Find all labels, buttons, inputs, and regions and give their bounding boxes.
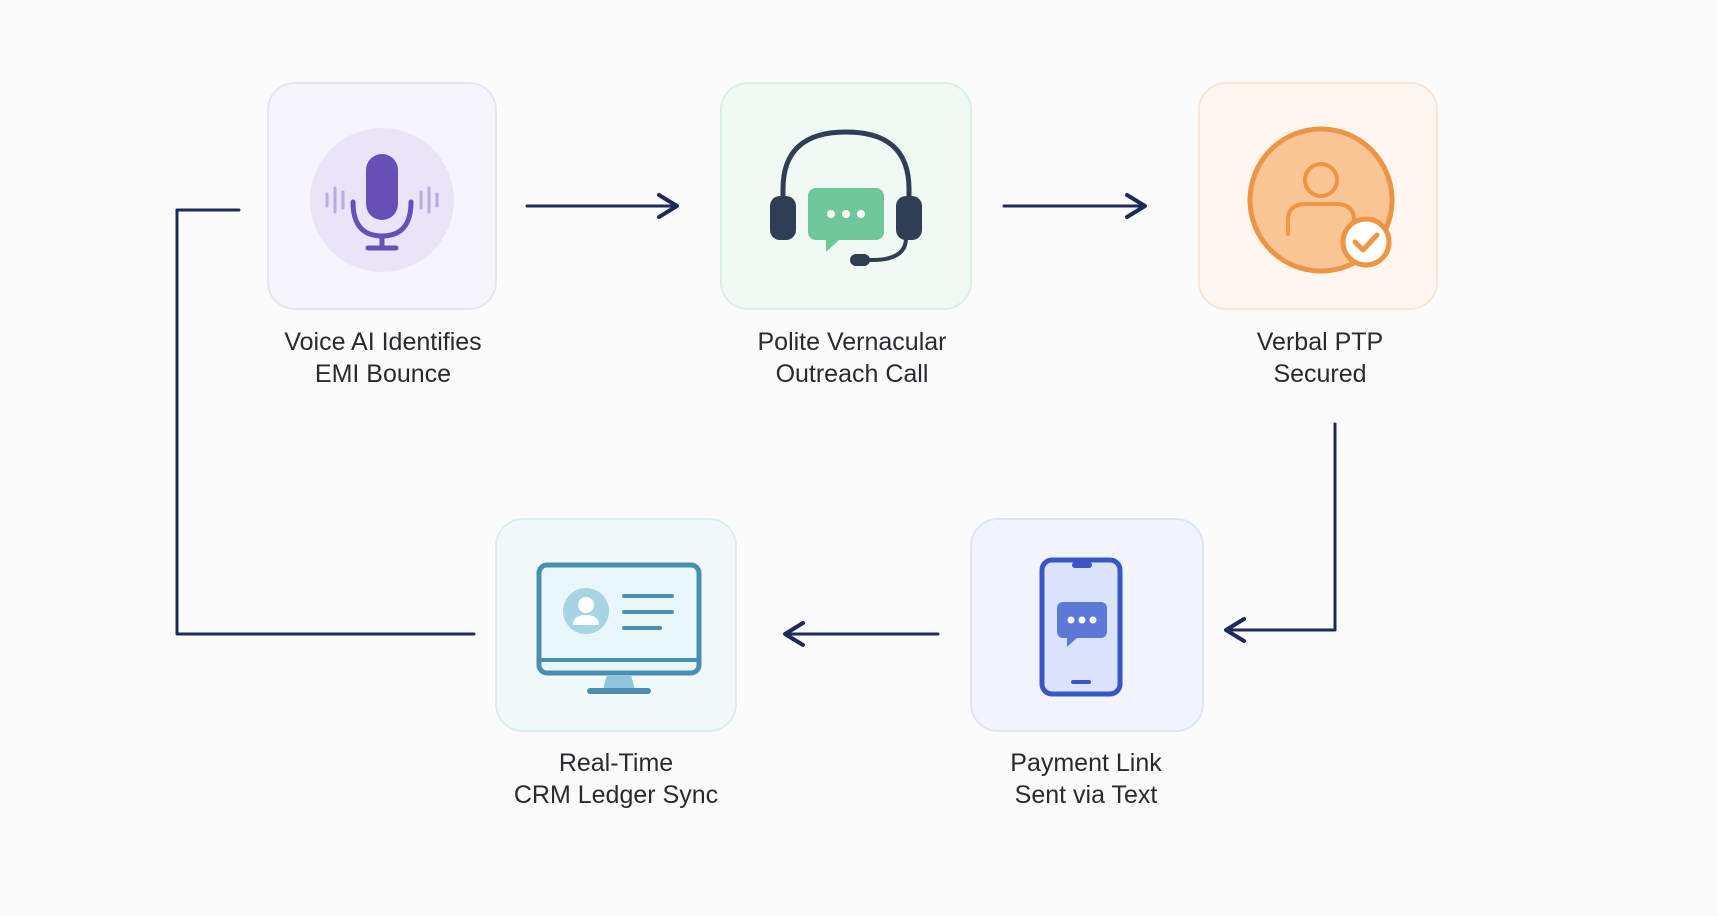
step-label-ptp: Verbal PTP Secured (1160, 326, 1480, 390)
step-label-line: Sent via Text (1014, 781, 1158, 809)
arrow-crm-to-voice (175, 208, 476, 636)
step-label-line: Payment Link (1010, 749, 1162, 777)
arrowhead-voice-to-outreach (657, 193, 679, 219)
smartphone-message-icon (1039, 557, 1123, 697)
step-label-line: Polite Vernacular (757, 328, 947, 356)
step-label-line: Voice AI Identifies (284, 328, 482, 356)
arrowhead-ptp-to-payment (1224, 617, 1246, 643)
step-label-voice-ai: Voice AI Identifies EMI Bounce (223, 326, 543, 390)
arrowhead-outreach-to-ptp (1125, 193, 1147, 219)
monitor-contact-icon (536, 562, 702, 694)
step-label-crm-sync: Real-Time CRM Ledger Sync (456, 747, 776, 811)
microphone-icon (310, 128, 454, 272)
step-label-line: Verbal PTP (1256, 328, 1384, 356)
arrowhead-payment-to-crm (783, 621, 805, 647)
step-card-payment-link (970, 518, 1204, 732)
step-card-outreach (720, 82, 972, 310)
step-label-line: Real-Time (558, 749, 674, 777)
step-label-line: Secured (1273, 360, 1367, 388)
step-label-outreach: Polite Vernacular Outreach Call (692, 326, 1012, 390)
step-label-line: EMI Bounce (314, 360, 452, 388)
step-card-voice-ai (267, 82, 497, 310)
arrow-ptp-to-payment (1228, 422, 1337, 632)
user-check-icon (1247, 126, 1395, 274)
step-label-line: CRM Ledger Sync (513, 781, 719, 809)
step-card-ptp (1198, 82, 1438, 310)
step-label-line: Outreach Call (775, 360, 929, 388)
step-card-crm-sync (495, 518, 737, 732)
headset-chat-icon (770, 129, 922, 266)
step-label-payment-link: Payment Link Sent via Text (926, 747, 1246, 811)
